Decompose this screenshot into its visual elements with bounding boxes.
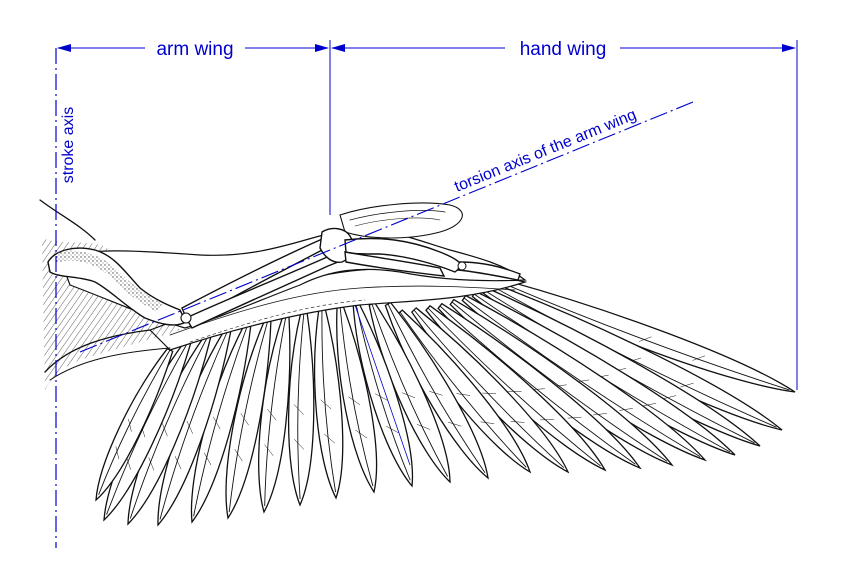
feather-vane-line [386,425,399,434]
feather-vane-line [567,416,582,419]
flight-feather [95,347,174,502]
feather-shaft [371,303,448,477]
torsion-axis-label: torsion axis of the arm wing [452,106,639,195]
feather-vane-line [186,420,193,434]
feather-vane-line [148,457,155,471]
feather-vane-line [619,408,633,411]
feather-vane-line [662,395,677,400]
feather-vane-line [692,355,706,361]
flight-feather [314,307,344,500]
feather-shaft [321,307,337,493]
feather-vane-line [320,399,332,410]
feather-vane-line [375,393,388,401]
feather-vane-line [456,393,471,396]
feather-shaft [129,335,209,519]
feather-shaft [159,329,229,520]
flight-feather [352,302,414,488]
feather-vane-line [264,444,274,456]
flight-feather [225,318,272,520]
feather-vane-line [448,421,462,427]
phalanx [457,261,521,281]
feather-vane-line [510,421,525,423]
feather-shaft [193,323,249,517]
feather-shaft [297,311,305,500]
feather-vane-line [115,446,120,460]
feather-vane-line [482,392,497,395]
feather-shaft [355,303,411,481]
feather-shaft [228,319,269,513]
feather-vane-line [203,452,212,466]
feather-vane-line [348,396,361,405]
feather-vane-line [294,439,305,450]
feather-vane-line [240,413,249,426]
feather-vane-line [642,403,657,407]
hand-wing-label: hand wing [520,39,607,60]
flight-feather [287,311,315,507]
feather-vane-line [680,382,694,388]
feather-shaft [399,311,527,468]
flight-feather [336,304,378,494]
feather-vane-line [323,433,335,444]
wing-skeleton [47,227,521,329]
feather-shaft [427,307,601,467]
feather-shaft [491,285,777,428]
feather-vane-line [267,409,277,421]
feather-vane-line [213,416,221,430]
feather-vane-line [174,456,182,470]
feather-vane-line [355,429,368,439]
feather-vane-line [401,392,416,399]
feather-vane-line [639,336,652,342]
feather-vane-line [593,413,607,416]
feather-shaft [413,309,565,468]
feather-vane-line [293,404,304,415]
feather-vane-line [161,422,168,437]
arm-wing-label: arm wing [156,39,233,60]
flight-feathers [95,278,796,527]
feather-shaft [499,281,790,391]
feather-vane-line [128,418,132,432]
torsion-axis-line [79,101,694,353]
feather-vane-line [429,391,443,396]
feather-shaft [439,305,636,465]
feather-shaft [98,349,171,495]
feather-vane-line [234,449,243,462]
feather-shaft [387,303,486,474]
feather-shaft [264,315,287,507]
stroke-axis-label: stroke axis [60,107,77,183]
feather-shaft [339,305,374,487]
feather-vane-line [480,421,495,424]
feather-vane-line [416,424,431,430]
